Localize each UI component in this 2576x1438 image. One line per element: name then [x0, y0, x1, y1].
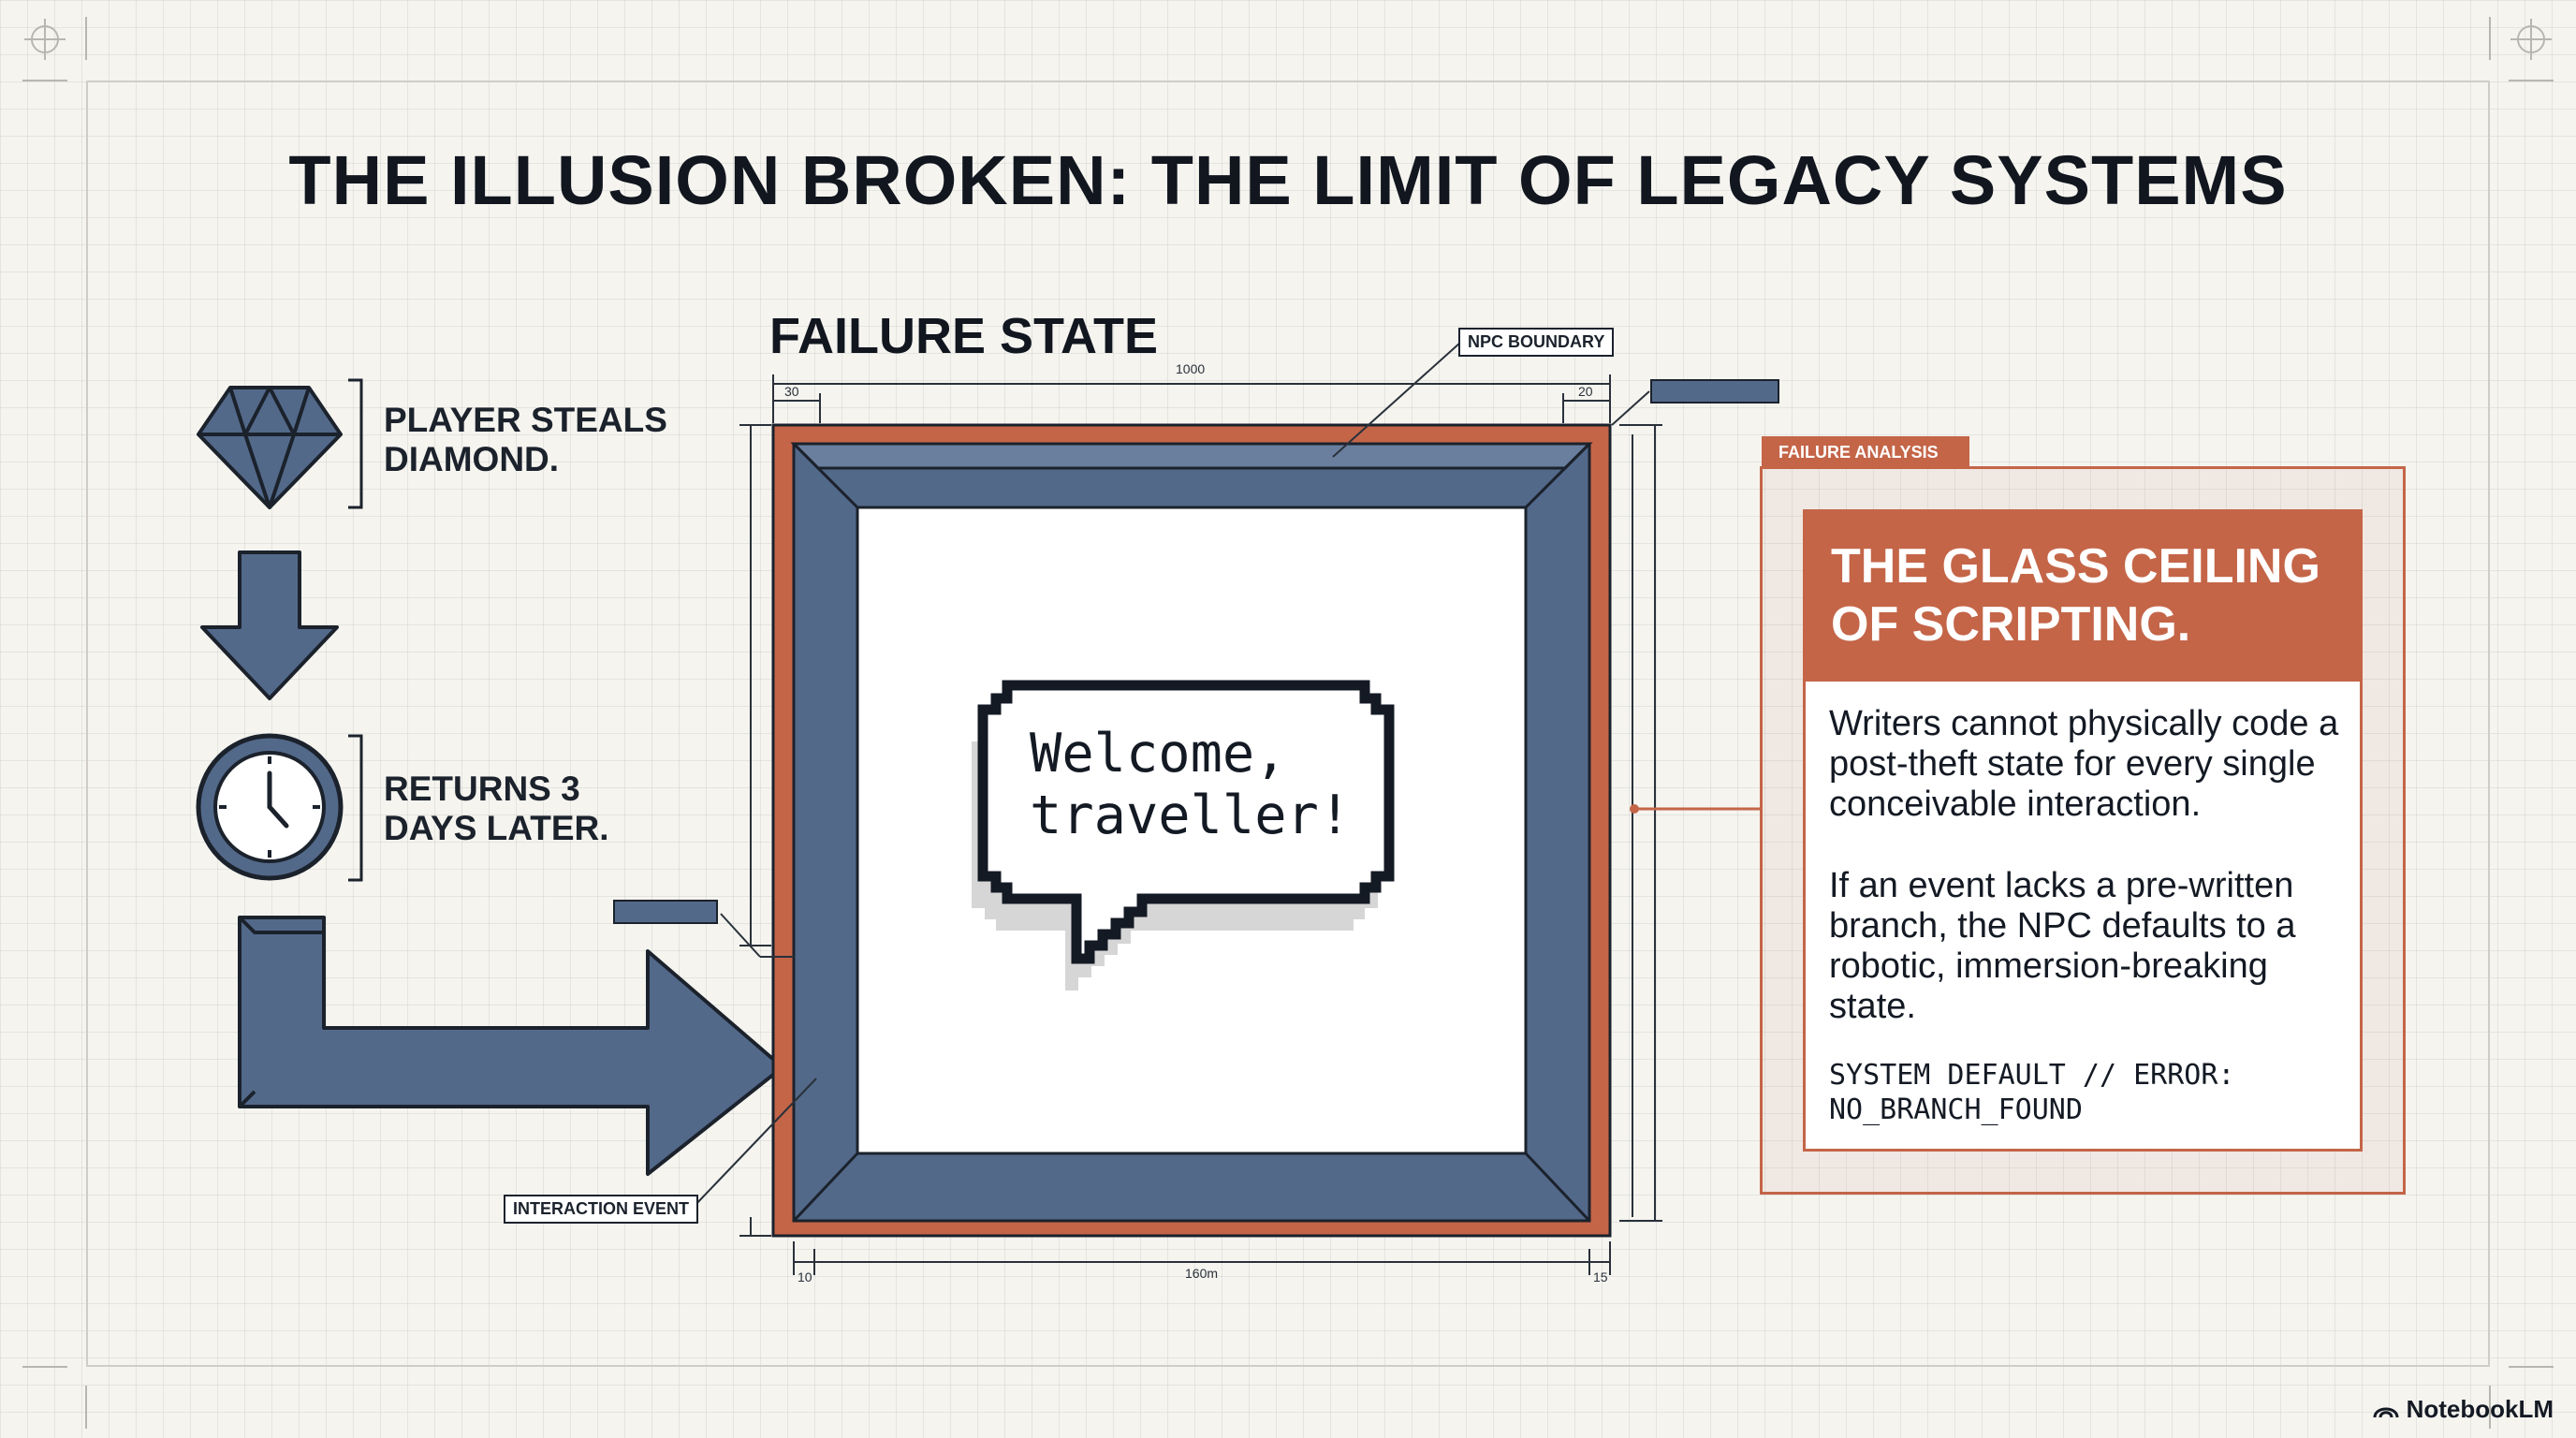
panel-paragraph-1: Writers cannot physically code a post-th… — [1829, 704, 2339, 824]
page-frame — [86, 81, 2490, 1367]
dim-bottom-total: 160m — [1185, 1266, 1219, 1281]
brand-name: NotebookLM — [2406, 1395, 2554, 1423]
dim-top-left: 30 — [784, 384, 799, 399]
section-title: FAILURE STATE — [769, 308, 1158, 364]
page-title: THE ILLUSION BROKEN: THE LIMIT OF LEGACY… — [288, 141, 2288, 219]
dim-bottom-right: 15 — [1593, 1269, 1608, 1284]
failure-analysis-tab: FAILURE ANALYSIS — [1762, 436, 1969, 468]
step-label-return: RETURNS 3 DAYS LATER. — [384, 770, 609, 847]
notebooklm-icon — [2373, 1407, 2399, 1417]
npc-boundary-tag: NPC BOUNDARY — [1458, 328, 1615, 357]
panel-paragraph-2: If an event lacks a pre-written branch, … — [1829, 866, 2296, 1026]
panel-heading: THE GLASS CEILING OF SCRIPTING. — [1803, 509, 2363, 682]
interaction-event-tag: INTERACTION EVENT — [504, 1195, 699, 1224]
panel-error-code: SYSTEM DEFAULT // ERROR: NO_BRANCH_FOUND — [1829, 1059, 2235, 1126]
step-label-steal: PLAYER STEALS DIAMOND. — [384, 401, 667, 478]
dim-top-right: 20 — [1578, 384, 1593, 399]
speech-bubble-text: Welcome, traveller! — [1030, 723, 1352, 846]
brand-logo: NotebookLM — [2373, 1395, 2554, 1424]
dim-top-total: 1000 — [1176, 361, 1206, 376]
dim-bottom-left: 10 — [798, 1269, 812, 1284]
